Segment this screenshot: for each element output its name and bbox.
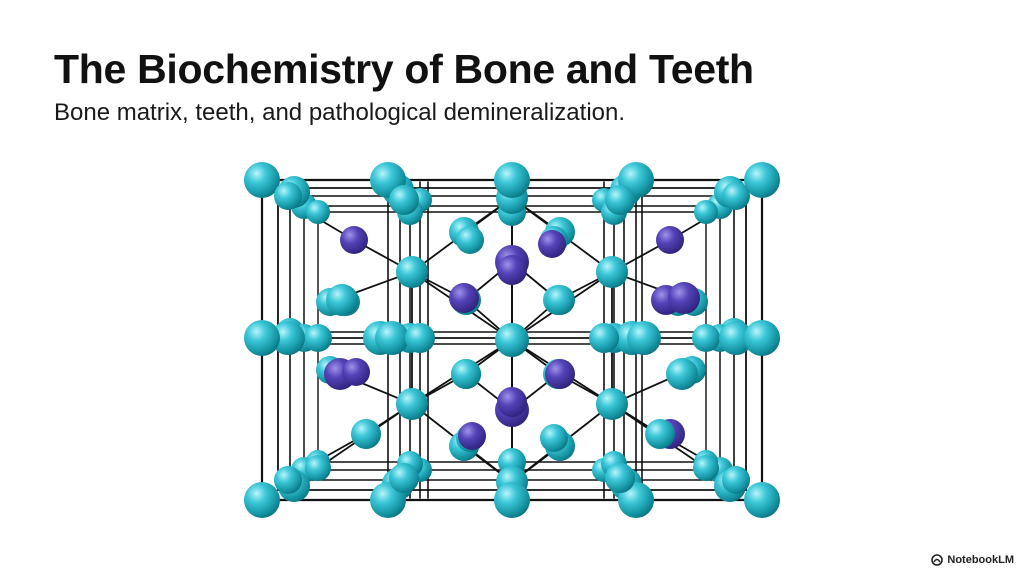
calcium-atom: [589, 323, 619, 353]
calcium-atom: [719, 321, 753, 355]
phosphate-atom: [497, 387, 527, 417]
calcium-atom: [326, 284, 358, 316]
calcium-atom: [494, 162, 530, 198]
phosphate-atom: [545, 359, 575, 389]
calcium-atom: [692, 324, 720, 352]
brand-label: NotebookLM: [947, 554, 1014, 566]
calcium-atom: [351, 419, 381, 449]
calcium-atom: [244, 320, 280, 356]
calcium-atom: [389, 463, 419, 493]
calcium-atom: [375, 321, 409, 355]
calcium-atom: [744, 320, 780, 356]
calcium-atom: [306, 200, 330, 224]
crystal-lattice-diagram: [244, 162, 780, 518]
calcium-atom: [596, 388, 628, 420]
phosphate-atom: [458, 422, 486, 450]
calcium-atom: [405, 323, 435, 353]
calcium-atom: [244, 482, 280, 518]
phosphate-atom: [340, 226, 368, 254]
calcium-atom: [596, 256, 628, 288]
calcium-atom: [540, 424, 568, 452]
calcium-atom: [645, 419, 675, 449]
phosphate-atom: [668, 282, 700, 314]
calcium-atom: [396, 256, 428, 288]
calcium-atom: [304, 324, 332, 352]
phosphate-atom: [449, 283, 479, 313]
calcium-atom: [274, 466, 302, 494]
lattice-atoms: [244, 162, 780, 518]
calcium-atom: [274, 182, 302, 210]
calcium-atom: [545, 285, 575, 315]
calcium-atom: [396, 388, 428, 420]
calcium-atom: [744, 162, 780, 198]
calcium-atom: [389, 185, 419, 215]
calcium-atom: [627, 321, 661, 355]
slide-title: The Biochemistry of Bone and Teeth: [54, 46, 754, 92]
phosphate-atom: [342, 358, 370, 386]
phosphate-atom: [656, 226, 684, 254]
phosphate-atom: [538, 230, 566, 258]
calcium-atom: [666, 358, 698, 390]
calcium-atom: [605, 185, 635, 215]
calcium-atom: [271, 321, 305, 355]
calcium-atom: [244, 162, 280, 198]
notebooklm-logo-icon: [931, 554, 944, 566]
phosphate-atom: [497, 255, 527, 285]
slide-subtitle: Bone matrix, teeth, and pathological dem…: [54, 99, 626, 126]
calcium-atom: [744, 482, 780, 518]
notebooklm-brand: NotebookLM: [931, 554, 1014, 566]
calcium-atom: [495, 323, 529, 357]
calcium-atom: [722, 466, 750, 494]
calcium-atom: [693, 455, 719, 481]
calcium-atom: [694, 200, 718, 224]
calcium-atom: [722, 182, 750, 210]
calcium-atom: [494, 482, 530, 518]
calcium-atom: [456, 226, 484, 254]
calcium-atom: [605, 463, 635, 493]
calcium-atom: [305, 455, 331, 481]
calcium-atom: [451, 359, 481, 389]
